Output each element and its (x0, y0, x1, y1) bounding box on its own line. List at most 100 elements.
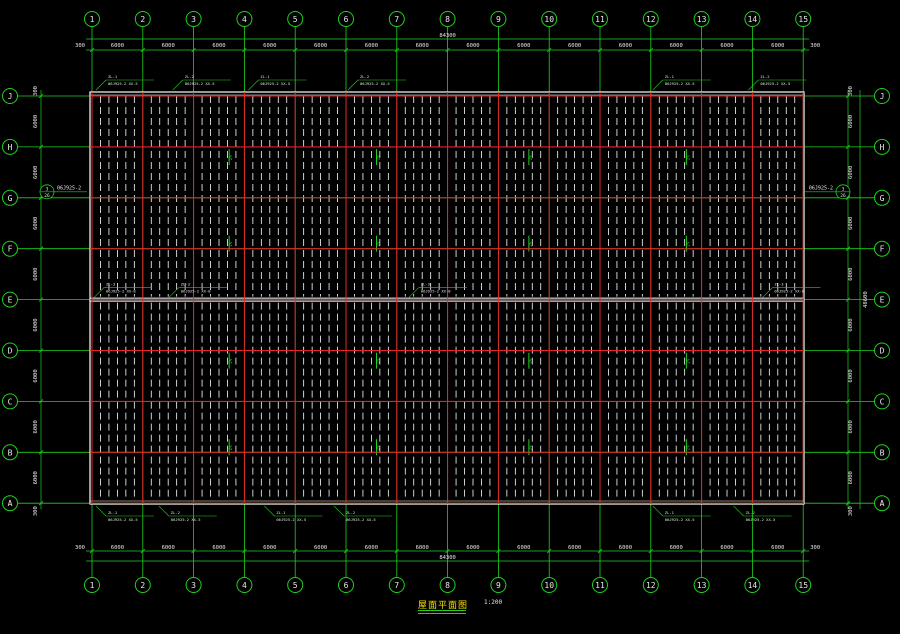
slope-label: 2% (528, 155, 533, 160)
dim-edge-right-top: 300 (810, 43, 820, 49)
axis-bubble-right-H-label: H (880, 143, 885, 152)
side-ref-left-sheet: 26 (44, 193, 50, 199)
axis-bubble-top-6 (338, 11, 354, 27)
dim-total-right: 48600 (863, 291, 869, 308)
callout-middle-3-line1: ZL-3 (774, 282, 783, 287)
slope-label: 2% (228, 358, 233, 363)
axis-bubble-left-E-label: E (8, 296, 13, 305)
callout-bottom-0-line1: ZL-1 (108, 510, 118, 515)
dim-bay-bottom: 6000 (111, 545, 124, 551)
callout-middle-1-leader (168, 287, 180, 298)
axis-bubble-right-H (874, 138, 890, 155)
axis-bubble-top-15-label: 15 (798, 15, 808, 24)
callout-bottom-4-leader (652, 505, 664, 517)
axis-bubble-bottom-10-label: 10 (544, 581, 554, 590)
axis-bubble-top-7 (388, 11, 405, 27)
dim-bay-right: 6000 (848, 115, 854, 128)
callout-bottom-3-line1: ZL-2 (346, 510, 355, 515)
dim-tick (845, 144, 851, 150)
dim-bay-bottom: 6000 (416, 545, 429, 551)
axis-bubble-top-14-label: 14 (748, 15, 758, 24)
dim-bay-top: 6000 (619, 43, 632, 49)
axis-bubble-left-F-label: F (8, 245, 13, 254)
dim-tick (394, 47, 400, 53)
dim-bay-bottom: 6000 (771, 545, 784, 551)
dimension-lines: 300 300 6000 6000 6000 6000 6000 6000 6000 6000 60… (33, 33, 869, 562)
axis-bubble-right-B (874, 444, 890, 461)
axis-bubble-top-9 (490, 11, 507, 27)
callout-bottom-1-line2: 06J925-2 XX-5 (171, 517, 201, 522)
axis-bubble-top-8-label: 8 (445, 15, 450, 24)
dim-tick (191, 548, 196, 554)
dim-tick (845, 450, 851, 455)
dim-bay-right: 6000 (848, 318, 854, 331)
slope-label: 2% (375, 241, 380, 246)
dim-tick (343, 548, 349, 554)
dim-tick (38, 93, 44, 99)
callout-top-2-line1: ZL-1 (260, 74, 270, 79)
dim-bay-right: 6000 (848, 420, 854, 433)
dim-tick (38, 144, 44, 150)
axis-bubble-bottom-14 (744, 577, 761, 593)
slope-label: 2% (375, 358, 380, 363)
dim-edge-bottom-right: 300 (848, 506, 854, 516)
axis-bubble-top-10-label: 10 (544, 15, 554, 24)
dim-edge-bottom-left: 300 (33, 506, 39, 516)
axis-bubble-bottom-13-label: 13 (697, 581, 707, 590)
axis-bubble-right-E (874, 291, 890, 308)
callout-bottom-4-line1: ZL-1 (665, 510, 675, 515)
callout-top-0-leader (95, 79, 107, 91)
axis-bubble-top-12-label: 12 (646, 15, 656, 24)
callout-middle-1-line1: ZL-3 (181, 282, 190, 287)
axis-bubble-top-6-label: 6 (344, 15, 349, 24)
callout-bottom-3-line2: 06J925-2 XX-5 (346, 517, 376, 522)
axis-bubble-bottom-1 (84, 577, 100, 593)
slope-label: 2% (685, 358, 690, 363)
axis-bubble-left-H-label: H (8, 143, 13, 152)
dim-bay-bottom: 6000 (162, 545, 175, 551)
axis-bubble-bottom-5-label: 5 (293, 581, 298, 590)
axis-bubble-top-4 (236, 11, 253, 27)
dim-bay-left: 6000 (33, 471, 39, 484)
dim-bay-top: 6000 (670, 43, 683, 49)
axis-bubble-bottom-14-label: 14 (748, 581, 758, 590)
dim-tick (38, 348, 44, 353)
side-ref-right-num: 3 (842, 186, 845, 192)
drawing-title: 屋面平面图 (418, 601, 469, 611)
axis-bubble-right-E-label: E (880, 296, 885, 305)
callout-top-3-line2: 06J925-2 XX-5 (360, 81, 390, 86)
axis-bubble-right-A (874, 495, 890, 512)
slope-label: 2% (228, 241, 233, 246)
callout-bottom-2-line2: 06J925-2 XX-5 (276, 517, 306, 522)
dim-tick (800, 47, 806, 53)
dim-bay-top: 6000 (111, 43, 124, 49)
dim-tick (292, 548, 298, 554)
dim-bay-bottom: 6000 (670, 545, 683, 551)
axis-bubble-top-13 (693, 11, 710, 27)
axis-bubble-bottom-4 (236, 577, 253, 593)
axis-bubble-right-A-label: A (880, 499, 885, 508)
callout-middle-3-line2: 06J925-2 XX-8 (774, 289, 804, 294)
axis-bubble-left-C (2, 393, 18, 410)
callout-top-5-leader (748, 79, 759, 91)
callout-top-1-line1: ZL-2 (185, 74, 194, 79)
callout-bottom-3-leader (333, 505, 345, 517)
callout-top-5-line1: ZL-2 (760, 74, 769, 79)
axis-bubble-bottom-5 (287, 577, 304, 593)
axis-bubble-left-H (2, 138, 18, 155)
axis-bubble-top-5-label: 5 (293, 15, 298, 24)
dim-bay-left: 6000 (33, 217, 39, 230)
dim-bay-right: 6000 (848, 166, 854, 179)
dim-tick (394, 548, 400, 554)
axis-bubble-bottom-10 (541, 577, 558, 593)
axis-bubble-top-5 (287, 11, 304, 27)
dim-tick (242, 548, 247, 554)
axis-bubble-bottom-9-label: 9 (496, 581, 501, 590)
dim-bay-top: 6000 (720, 43, 733, 49)
axis-bubble-bottom-2-label: 2 (140, 581, 145, 590)
axis-bubble-left-C-label: C (8, 397, 13, 406)
callout-middle-2-line1: ZL-3 (421, 282, 430, 287)
axis-bubbles: 1122334455667788991010111112121313141415… (2, 11, 890, 593)
dim-edge-top-right: 300 (848, 86, 854, 96)
